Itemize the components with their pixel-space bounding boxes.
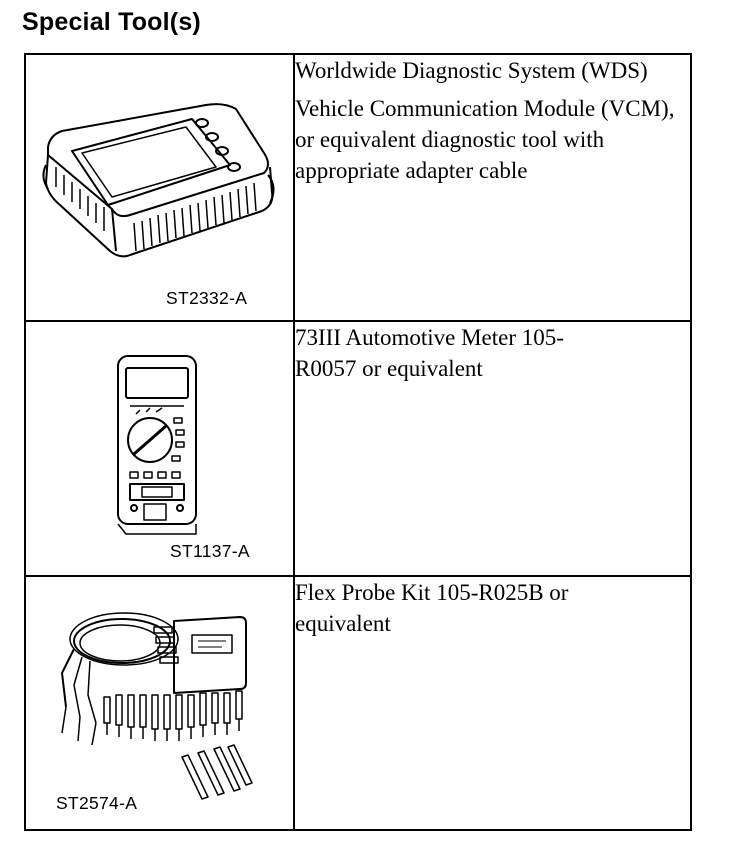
- tool-part-code: ST1137-A: [170, 541, 250, 561]
- tool-row: ST2574-A Flex Probe Kit 105-R025B or equ…: [24, 575, 692, 831]
- tool-description: Flex Probe Kit 105-R025B or equivalent: [295, 580, 569, 636]
- tool-description-cell: Flex Probe Kit 105-R025B or equivalent: [293, 575, 692, 831]
- tool-description-cell: Worldwide Diagnostic System (WDS) Vehicl…: [293, 53, 692, 322]
- special-tools-table: ST2332-A Worldwide Diagnostic System (WD…: [24, 53, 692, 831]
- multimeter-icon: [117, 355, 197, 535]
- tool-row: ST2332-A Worldwide Diagnostic System (WD…: [24, 53, 692, 322]
- tool-illustration-cell: ST2332-A: [24, 53, 295, 322]
- tool-description-cell: 73III Automotive Meter 105-R0057 or equi…: [293, 320, 692, 577]
- tool-description: 73III Automotive Meter 105-R0057 or equi…: [295, 325, 564, 381]
- flex-probe-kit-icon: [61, 612, 253, 800]
- tool-illustration-cell: ST1137-A: [24, 320, 295, 577]
- diagnostic-system-icon: [42, 103, 275, 258]
- tool-part-code: ST2574-A: [56, 793, 138, 813]
- section-heading: Special Tool(s): [22, 8, 201, 36]
- tool-description: Worldwide Diagnostic System (WDS): [295, 58, 648, 83]
- tool-description: Vehicle Communication Module (VCM), or e…: [295, 96, 675, 183]
- tool-part-code: ST2332-A: [166, 288, 248, 308]
- tool-illustration-cell: ST2574-A: [24, 575, 295, 831]
- tool-row: ST1137-A 73III Automotive Meter 105-R005…: [24, 320, 692, 577]
